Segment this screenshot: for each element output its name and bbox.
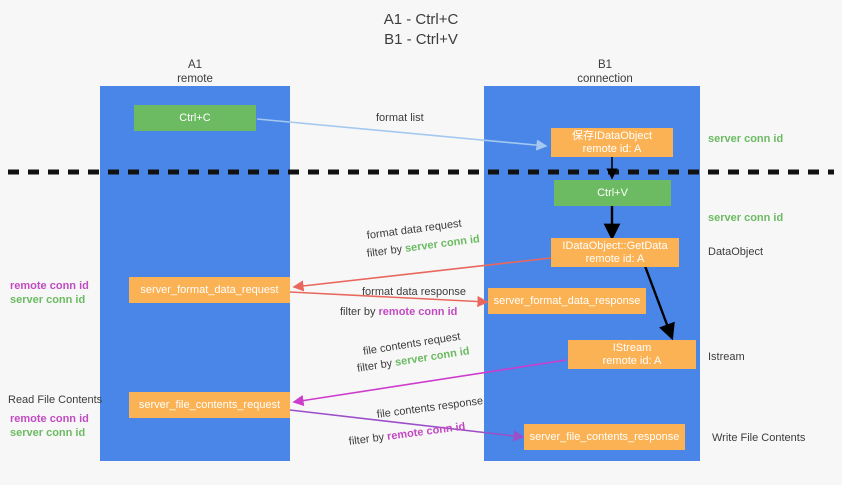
side-label-server-conn-id-mid: server conn id [708,212,784,224]
filter-value-remote-conn-id: remote conn id [378,306,458,318]
side-label-write-file-contents: Write File Contents [712,432,806,444]
lane-header-a1-sub: remote [177,73,213,85]
lane-header-a1-name: A1 [187,59,203,71]
box-ctrl-c[interactable]: Ctrl+C [134,105,256,131]
title-line-1: A1 - Ctrl+C [383,11,459,28]
box-server-format-data-request[interactable]: server_format_data_request [129,277,290,303]
lane-header-b1: B1 connection [535,58,675,86]
lane-header-b1-name: B1 [597,59,613,71]
side-label-server-conn-id-2: server conn id [10,427,86,439]
box-getdata[interactable]: IDataObject::GetData remote id: A [551,238,679,267]
box-server-format-data-response[interactable]: server_format_data_response [488,288,646,314]
box-save-idataobject-line1: 保存IDataObject [571,129,653,142]
title-line-2: B1 - Ctrl+V [384,31,458,48]
side-label-remote-conn-id-2: remote conn id [10,413,89,425]
box-save-idataobject[interactable]: 保存IDataObject remote id: A [551,128,673,157]
box-istream[interactable]: IStream remote id: A [568,340,696,369]
box-save-idataobject-line2: remote id: A [582,142,642,155]
side-label-server-conn-id-1: server conn id [10,294,86,306]
box-server-format-data-request-line1: server_format_data_request [140,283,279,296]
edge-label-format-data-response: format data response [362,286,466,298]
side-label-dataobject: DataObject [708,246,764,258]
lane-header-a1: A1 remote [130,58,260,86]
edge-label-format-list: format list [376,112,424,124]
box-istream-line1: IStream [612,341,652,354]
box-getdata-line1: IDataObject::GetData [562,239,668,252]
side-label-remote-conn-id-1: remote conn id [10,280,89,292]
side-label-server-conn-id-top: server conn id [708,133,784,145]
box-istream-line2: remote id: A [602,354,662,367]
side-label-read-file-contents: Read File Contents [8,394,103,406]
box-ctrl-c-line1: Ctrl+C [179,111,211,124]
box-server-format-data-response-line1: server_format_data_response [493,294,641,307]
box-ctrl-v-line1: Ctrl+V [597,186,628,199]
filter-prefix: filter by [340,306,379,318]
box-server-file-contents-request-line1: server_file_contents_request [138,398,281,411]
side-label-istream: Istream [708,351,745,363]
box-server-file-contents-request[interactable]: server_file_contents_request [129,392,290,418]
lane-header-b1-sub: connection [577,73,633,85]
page-title: A1 - Ctrl+C B1 - Ctrl+V [0,10,842,50]
box-getdata-line2: remote id: A [585,252,645,265]
edge-label-format-data-response-filter: filter by remote conn id [340,305,457,319]
box-server-file-contents-response-line1: server_file_contents_response [529,430,680,443]
box-ctrl-v[interactable]: Ctrl+V [554,180,671,206]
box-server-file-contents-response[interactable]: server_file_contents_response [524,424,685,450]
